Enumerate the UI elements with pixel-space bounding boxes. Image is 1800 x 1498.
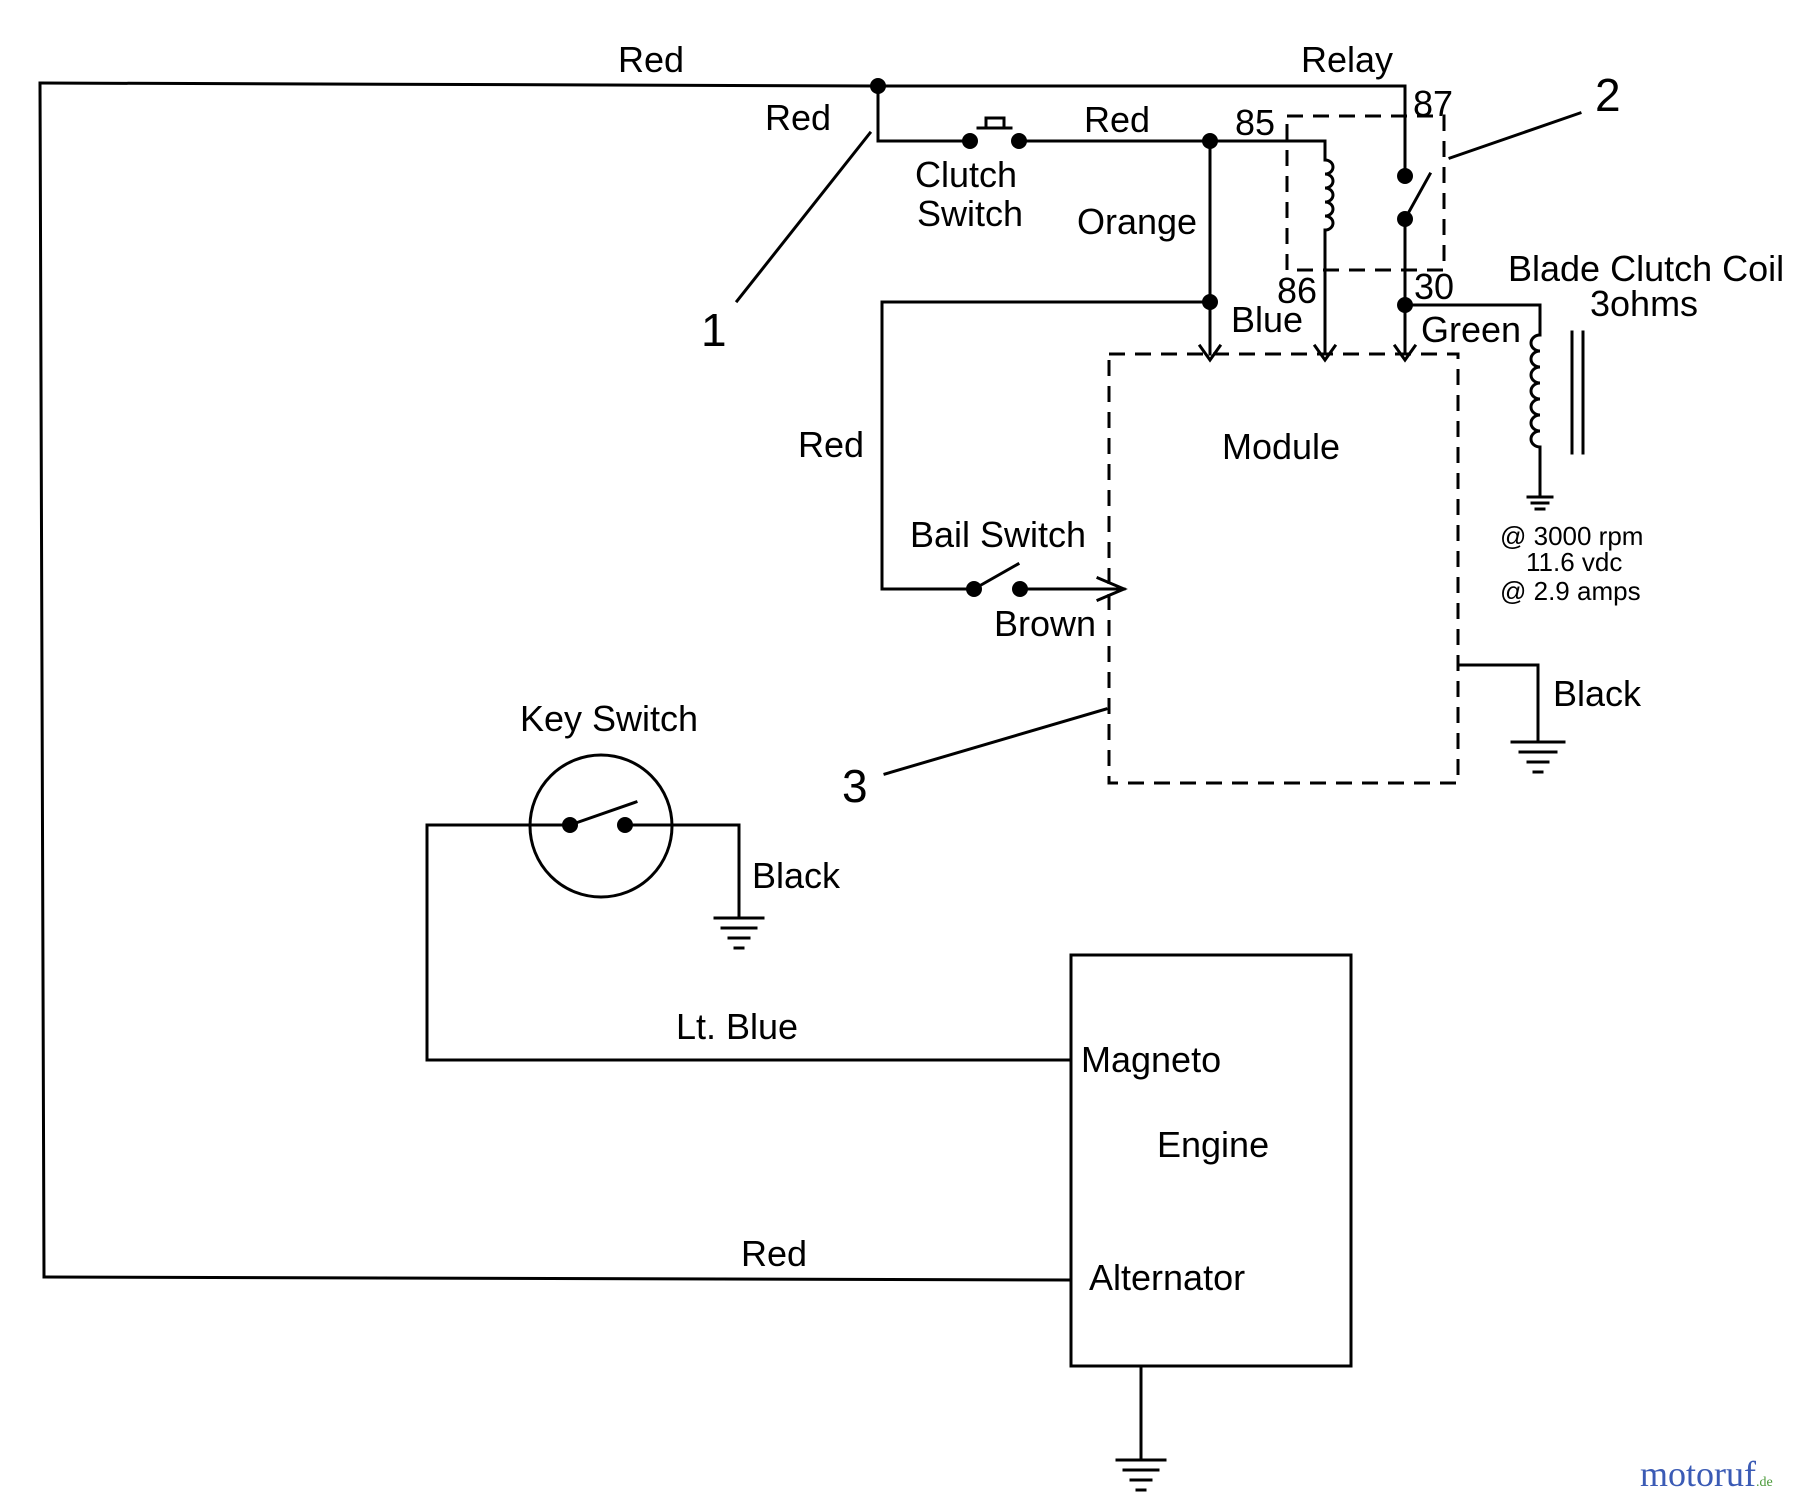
- label-spec-amps: @ 2.9 amps: [1500, 576, 1641, 606]
- wire-brown-to-module: [1018, 576, 1128, 602]
- label-magneto: Magneto: [1081, 1039, 1221, 1080]
- label-black-module: Black: [1553, 673, 1642, 714]
- wire-main-red-loop: [38, 81, 1407, 1282]
- callout-leaders: [734, 111, 1582, 776]
- label-orange: Orange: [1077, 201, 1197, 242]
- label-engine: Engine: [1157, 1124, 1269, 1165]
- label-clutch-switch-2: Switch: [917, 193, 1023, 234]
- label-bail-switch: Bail Switch: [910, 514, 1086, 555]
- label-spec-rpm: @ 3000 rpm: [1500, 521, 1643, 551]
- wire-black-module-ground: [1456, 663, 1566, 774]
- label-key-switch: Key Switch: [520, 698, 698, 739]
- label-blade-clutch-ohms: 3ohms: [1590, 283, 1698, 324]
- watermark-suffix: .de: [1756, 1475, 1773, 1490]
- blade-coil-core: [1570, 330, 1585, 455]
- engine-box: [1069, 953, 1353, 1492]
- wire-blue-to-module: [1197, 300, 1223, 363]
- wire-red-to-clutch-switch: [876, 84, 970, 143]
- module-box: [1107, 352, 1460, 785]
- relay: [1285, 114, 1446, 363]
- wire-lt-blue: [425, 823, 1073, 1062]
- label-red-top: Red: [618, 39, 684, 80]
- label-red-bottom: Red: [741, 1233, 807, 1274]
- watermark-logo: motoruf.de: [1640, 1454, 1773, 1494]
- pin-85: 85: [1235, 102, 1275, 143]
- junction-dot-top: [870, 78, 886, 94]
- label-red-bail: Red: [798, 424, 864, 465]
- wire-red-clutch-to-85: [1017, 133, 1327, 162]
- label-brown: Brown: [994, 603, 1096, 644]
- label-blade-clutch-coil: Blade Clutch Coil: [1508, 248, 1784, 289]
- label-clutch-switch-1: Clutch: [915, 154, 1017, 195]
- label-alternator: Alternator: [1089, 1257, 1245, 1298]
- label-blue: Blue: [1231, 299, 1303, 340]
- callout-2: 2: [1595, 69, 1621, 121]
- bail-switch-symbol: [966, 561, 1028, 597]
- pin-87: 87: [1413, 83, 1453, 124]
- callout-3: 3: [842, 760, 868, 812]
- wire-black-key-ground: [623, 823, 765, 950]
- callout-1: 1: [701, 304, 727, 356]
- wire-orange: [1202, 139, 1218, 310]
- wire-red-to-bail-switch: [880, 300, 1212, 591]
- wire-green-to-blade-coil: [1403, 303, 1554, 511]
- label-black-key: Black: [752, 855, 841, 896]
- label-lt-blue: Lt. Blue: [676, 1006, 798, 1047]
- pin-30: 30: [1414, 266, 1454, 307]
- watermark-text: motoruf: [1640, 1454, 1756, 1494]
- label-red-junction: Red: [765, 97, 831, 138]
- pin-86: 86: [1277, 270, 1317, 311]
- label-green: Green: [1421, 309, 1521, 350]
- label-relay: Relay: [1301, 39, 1393, 80]
- label-spec-vdc: 11.6 vdc: [1526, 547, 1622, 577]
- label-module: Module: [1222, 426, 1340, 467]
- clutch-switch-symbol: [962, 116, 1027, 149]
- label-red-after-clutch: Red: [1084, 99, 1150, 140]
